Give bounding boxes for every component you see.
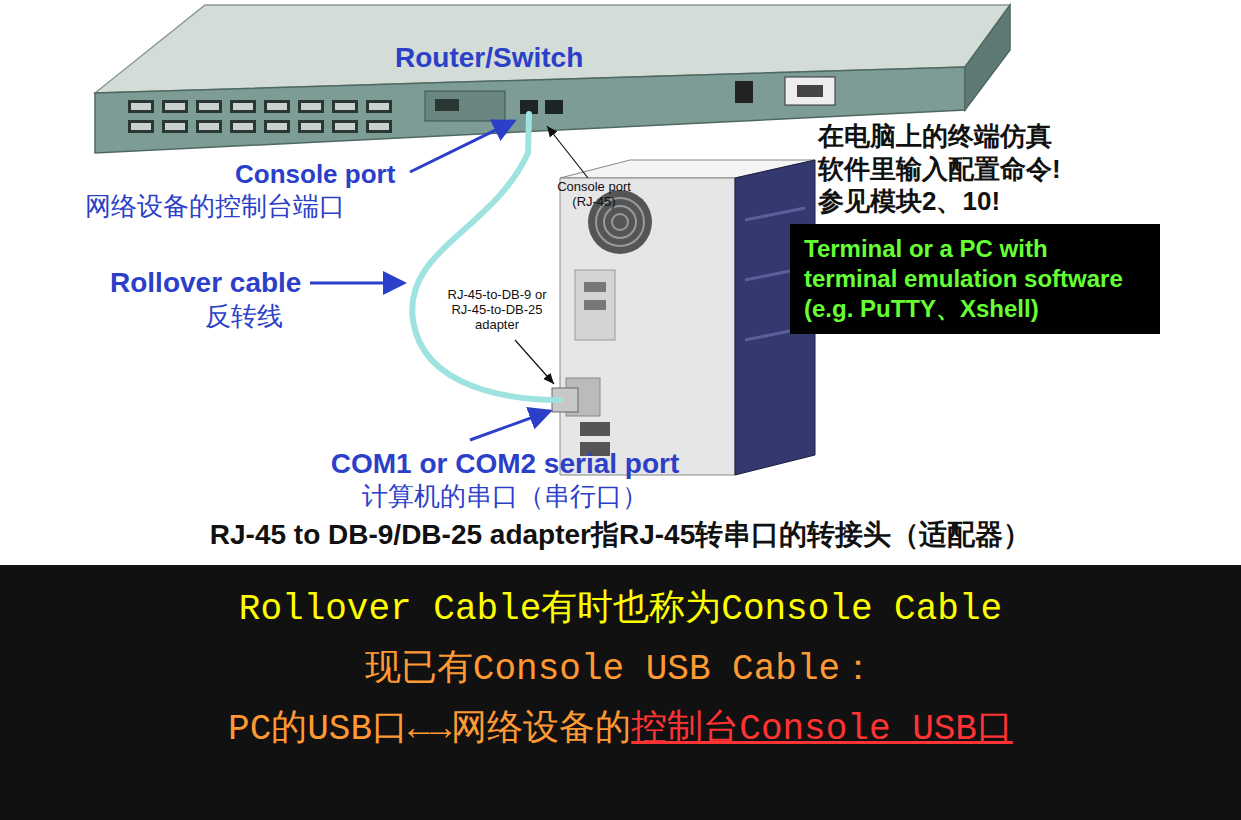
aux-port: [545, 100, 563, 114]
rollover-cable: [412, 153, 560, 400]
power-switch: [735, 81, 753, 103]
band-line: 现已有Console USB Cable：: [0, 640, 1241, 700]
router-side: [965, 5, 1010, 110]
port-grid: [125, 97, 397, 137]
pc-stripe: [745, 208, 805, 220]
io-port: [584, 300, 606, 310]
callout-label: 网络设备的控制台端口: [85, 190, 345, 223]
module-port: [435, 99, 459, 111]
pc-port: [580, 422, 610, 436]
module-slot: [425, 91, 505, 121]
device-title: Router/Switch: [395, 42, 583, 74]
callout-label: 反转线: [205, 300, 283, 333]
pc-side: [560, 178, 735, 475]
fan-ring: [604, 206, 636, 238]
band-text: PC的USB口←→网络设备的: [228, 709, 631, 750]
cable-plug: [528, 114, 529, 153]
terminal-text: Terminal or a PC with terminal emulation…: [804, 234, 1146, 324]
bottom-band: Rollover Cable有时也称为Console Cable现已有Conso…: [0, 565, 1241, 820]
power-socket: [785, 77, 835, 105]
io-panel: [575, 270, 615, 340]
fan-ring: [612, 214, 628, 230]
leader-arrow: [470, 411, 550, 440]
band-text: 控制台Console USB口: [631, 709, 1013, 750]
callout-label: COM1 or COM2 serial port: [305, 446, 705, 481]
terminal-note-box: Terminal or a PC with terminal emulation…: [790, 224, 1160, 334]
adapter-label: RJ-45-to-DB-9 or RJ-45-to-DB-25 adapter: [442, 288, 552, 333]
io-port: [584, 282, 606, 292]
callout-label: 计算机的串口（串行口）: [305, 480, 705, 513]
leader-arrow: [547, 126, 588, 178]
band-line: PC的USB口←→网络设备的控制台Console USB口: [0, 700, 1241, 760]
callout-label: Rollover cable: [110, 265, 301, 300]
leader-arrow: [515, 340, 554, 384]
explanation-text: RJ-45 to DB-9/DB-25 adapter指RJ-45转串口的转接头…: [0, 517, 1241, 552]
callout-label: Console port: [235, 158, 395, 191]
port-label: Console port (RJ-45): [548, 180, 640, 210]
leader-arrow: [410, 121, 514, 172]
power-socket-hole: [797, 85, 823, 97]
note-text: 在电脑上的终端仿真 软件里输入配置命令! 参见模块2、10!: [818, 120, 1081, 218]
leader-arrow: [310, 282, 404, 285]
band-line: Rollover Cable有时也称为Console Cable: [0, 580, 1241, 640]
